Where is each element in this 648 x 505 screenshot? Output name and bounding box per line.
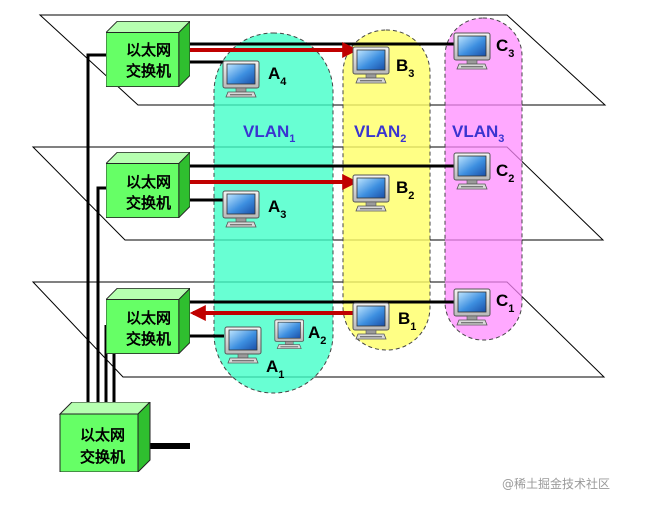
switch-core: 以太网 交换机 xyxy=(59,402,151,472)
switch-label-line2: 交换机 xyxy=(126,194,171,212)
svg-text:B2: B2 xyxy=(396,178,414,202)
computer-icon xyxy=(453,152,491,190)
station-b1: B1 xyxy=(352,302,416,340)
svg-text:C3: C3 xyxy=(496,36,514,60)
station-a4: A4 xyxy=(222,60,287,98)
floor-cables xyxy=(185,42,470,338)
station-a1: A1 xyxy=(224,326,284,381)
switch-label-line2: 交换机 xyxy=(126,62,171,80)
vlan2-label: VLAN2 xyxy=(354,122,406,145)
svg-text:B3: B3 xyxy=(396,56,414,80)
switch-label-line2: 交换机 xyxy=(80,448,125,466)
switch-label-line1: 以太网 xyxy=(80,426,125,444)
station-c2: C2 xyxy=(453,152,514,190)
svg-text:A3: A3 xyxy=(268,197,286,221)
watermark-text: @稀土掘金技术社区 xyxy=(502,476,610,491)
computer-icon xyxy=(222,190,260,228)
switch-top: 以太网 交换机 xyxy=(106,21,190,87)
station-b3: B3 xyxy=(352,46,414,84)
vlan3-label: VLAN3 xyxy=(452,122,504,145)
computer-icon xyxy=(453,288,491,326)
svg-text:A4: A4 xyxy=(268,64,287,88)
computer-icon xyxy=(224,326,262,364)
switch-label-line1: 以太网 xyxy=(126,173,171,191)
switch-label-line2: 交换机 xyxy=(126,330,171,348)
svg-text:A1: A1 xyxy=(266,357,284,381)
computer-icon xyxy=(352,174,390,212)
station-c1: C1 xyxy=(453,288,514,326)
svg-text:C1: C1 xyxy=(496,291,514,315)
svg-text:A2: A2 xyxy=(308,323,326,347)
station-a2: A2 xyxy=(274,319,326,350)
station-b2: B2 xyxy=(352,174,414,212)
switch-bottom-floor: 以太网 交换机 xyxy=(106,288,190,354)
station-c3: C3 xyxy=(453,32,514,70)
station-a3: A3 xyxy=(222,190,286,228)
switch-label-line1: 以太网 xyxy=(126,41,171,59)
svg-text:B1: B1 xyxy=(398,309,416,333)
uplink-cables xyxy=(86,53,190,449)
switch-label-line1: 以太网 xyxy=(126,309,171,327)
svg-text:C2: C2 xyxy=(496,161,514,185)
vlan1-label: VLAN1 xyxy=(243,122,295,145)
switch-middle: 以太网 交换机 xyxy=(106,152,190,218)
computer-icon xyxy=(352,302,390,340)
